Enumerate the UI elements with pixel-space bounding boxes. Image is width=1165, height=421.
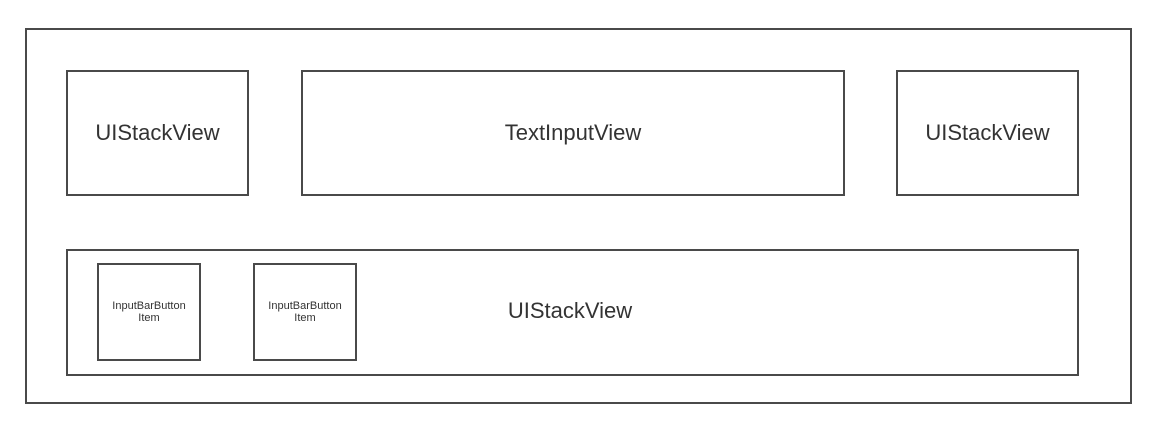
button-item-2-label-line1: InputBarButton [268, 300, 342, 312]
right-stack-label: UIStackView [925, 120, 1050, 145]
text-input-view: TextInputView [301, 70, 845, 196]
right-stack-view: UIStackView [896, 70, 1079, 196]
button-item-2-label-line2: Item [294, 312, 316, 324]
left-stack-view: UIStackView [66, 70, 249, 196]
bottom-stack-view [66, 249, 1079, 376]
input-bar-button-item-2: InputBarButton Item [253, 263, 357, 361]
input-bar-button-item-1: InputBarButton Item [97, 263, 201, 361]
button-item-1-label-line1: InputBarButton [112, 300, 186, 312]
text-input-label: TextInputView [504, 120, 642, 145]
button-item-1-label-line2: Item [138, 312, 160, 324]
button-item-2-label: InputBarButton Item [268, 300, 341, 324]
bottom-stack-label: UIStackView [507, 298, 633, 323]
button-item-1-label: InputBarButton Item [112, 300, 185, 324]
left-stack-label: UIStackView [95, 120, 220, 145]
